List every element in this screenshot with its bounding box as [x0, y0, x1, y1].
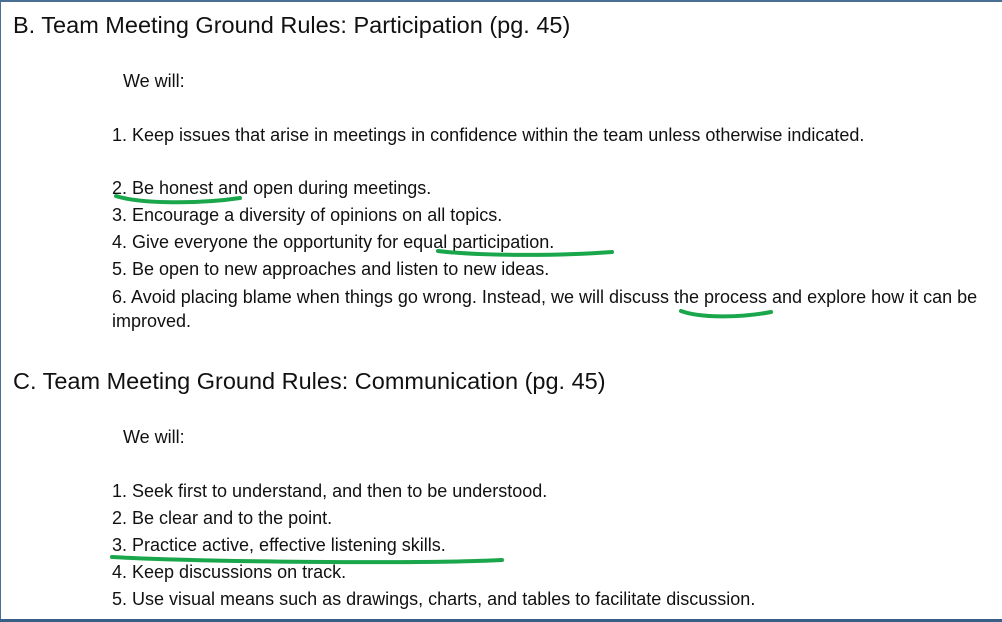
- section-c-item-1: 1. Seek first to understand, and then to…: [112, 481, 548, 501]
- section-b-item-1: 1. Keep issues that arise in meetings in…: [112, 125, 865, 145]
- window-left-border: [0, 0, 1, 622]
- section-c-heading: C. Team Meeting Ground Rules: Communicat…: [13, 368, 606, 394]
- window-top-border: [0, 0, 1002, 2]
- section-b-item-5: 5. Be open to new approaches and listen …: [112, 259, 550, 279]
- window-bottom-border: [0, 619, 1002, 622]
- section-b-item-2: 2. Be honest and open during meetings.: [112, 178, 432, 198]
- section-b-item-4: 4. Give everyone the opportunity for equ…: [112, 232, 555, 252]
- section-b-heading: B. Team Meeting Ground Rules: Participat…: [13, 12, 571, 38]
- section-c-intro: We will:: [123, 427, 185, 447]
- section-c-item-2: 2. Be clear and to the point.: [112, 508, 333, 528]
- section-c-item-4: 4. Keep discussions on track.: [112, 562, 347, 582]
- section-c-item-5: 5. Use visual means such as drawings, ch…: [112, 589, 756, 609]
- section-b-item-6: 6. Avoid placing blame when things go wr…: [112, 287, 978, 331]
- section-c-item-3: 3. Practice active, effective listening …: [112, 535, 446, 555]
- section-b-item-3: 3. Encourage a diversity of opinions on …: [112, 205, 503, 225]
- section-b-intro: We will:: [123, 71, 185, 91]
